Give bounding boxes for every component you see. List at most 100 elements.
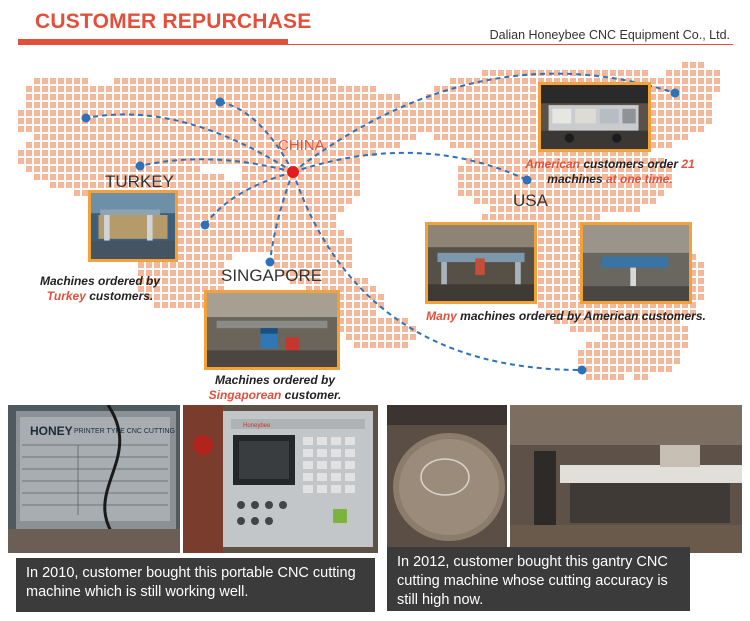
map-dot bbox=[658, 182, 664, 188]
map-dot bbox=[498, 110, 504, 116]
map-dot bbox=[634, 198, 640, 204]
map-dot bbox=[274, 198, 280, 204]
map-dot bbox=[410, 126, 416, 132]
map-dot bbox=[530, 166, 536, 172]
map-dot bbox=[202, 254, 208, 260]
map-dot bbox=[338, 118, 344, 124]
map-dot bbox=[170, 102, 176, 108]
map-dot bbox=[538, 158, 544, 164]
map-dot bbox=[698, 62, 704, 68]
map-dot bbox=[538, 270, 544, 276]
map-dot bbox=[322, 150, 328, 156]
nameplate-brand: HONEY bbox=[30, 424, 73, 438]
map-dot bbox=[234, 126, 240, 132]
map-dot bbox=[578, 318, 584, 324]
map-dot bbox=[26, 150, 32, 156]
map-dot bbox=[578, 166, 584, 172]
map-dot bbox=[634, 174, 640, 180]
map-dot bbox=[186, 206, 192, 212]
map-dot bbox=[186, 270, 192, 276]
map-dot bbox=[138, 286, 144, 292]
map-dot bbox=[370, 150, 376, 156]
map-dot bbox=[554, 286, 560, 292]
map-dot bbox=[250, 198, 256, 204]
map-dot bbox=[626, 190, 632, 196]
map-dot bbox=[210, 206, 216, 212]
map-dot bbox=[202, 246, 208, 252]
map-dot bbox=[594, 350, 600, 356]
map-dot bbox=[234, 118, 240, 124]
map-dot bbox=[394, 326, 400, 332]
map-dot bbox=[546, 310, 552, 316]
map-dot bbox=[426, 126, 432, 132]
map-dot bbox=[306, 198, 312, 204]
map-dot bbox=[114, 134, 120, 140]
map-dot bbox=[194, 158, 200, 164]
map-dot bbox=[186, 166, 192, 172]
map-dot bbox=[666, 110, 672, 116]
map-dot bbox=[474, 86, 480, 92]
map-dot bbox=[698, 294, 704, 300]
map-dot bbox=[314, 166, 320, 172]
map-dot bbox=[578, 358, 584, 364]
map-dot bbox=[658, 110, 664, 116]
map-dot bbox=[450, 142, 456, 148]
map-dot bbox=[346, 334, 352, 340]
map-dot bbox=[546, 270, 552, 276]
map-dot bbox=[618, 158, 624, 164]
map-dot bbox=[634, 350, 640, 356]
map-dot bbox=[690, 278, 696, 284]
map-dot bbox=[570, 230, 576, 236]
map-dot bbox=[50, 118, 56, 124]
map-dot bbox=[546, 70, 552, 76]
map-dot bbox=[162, 118, 168, 124]
map-dot bbox=[666, 86, 672, 92]
map-dot bbox=[234, 94, 240, 100]
map-dot bbox=[170, 118, 176, 124]
map-dot bbox=[610, 78, 616, 84]
map-dot bbox=[138, 158, 144, 164]
map-dot bbox=[202, 286, 208, 292]
map-dot bbox=[330, 278, 336, 284]
map-dot bbox=[554, 254, 560, 260]
map-dot bbox=[290, 222, 296, 228]
map-dot bbox=[186, 262, 192, 268]
map-dot bbox=[482, 150, 488, 156]
map-dot bbox=[682, 102, 688, 108]
map-dot bbox=[474, 198, 480, 204]
map-dot bbox=[634, 342, 640, 348]
map-dot bbox=[650, 182, 656, 188]
map-dot bbox=[122, 118, 128, 124]
map-dot bbox=[610, 302, 616, 308]
map-dot bbox=[578, 190, 584, 196]
map-dot bbox=[586, 182, 592, 188]
map-dot bbox=[322, 230, 328, 236]
map-dot bbox=[162, 294, 168, 300]
map-dot bbox=[298, 174, 304, 180]
map-dot bbox=[306, 102, 312, 108]
map-dot bbox=[498, 142, 504, 148]
map-dot bbox=[354, 190, 360, 196]
map-dot bbox=[178, 142, 184, 148]
map-dot bbox=[682, 134, 688, 140]
map-dot bbox=[674, 358, 680, 364]
map-dot bbox=[626, 206, 632, 212]
map-dot bbox=[530, 70, 536, 76]
map-dot bbox=[634, 302, 640, 308]
map-dot bbox=[346, 110, 352, 116]
map-dot bbox=[322, 270, 328, 276]
map-dot bbox=[466, 94, 472, 100]
map-dot bbox=[322, 198, 328, 204]
map-dot bbox=[282, 142, 288, 148]
map-dot bbox=[650, 102, 656, 108]
map-dot bbox=[546, 294, 552, 300]
map-dot bbox=[650, 86, 656, 92]
map-dot bbox=[274, 246, 280, 252]
map-dot bbox=[602, 158, 608, 164]
map-dot bbox=[610, 158, 616, 164]
map-dot bbox=[682, 110, 688, 116]
map-dot bbox=[362, 318, 368, 324]
map-dot bbox=[290, 206, 296, 212]
map-dot bbox=[642, 190, 648, 196]
map-dot bbox=[258, 94, 264, 100]
